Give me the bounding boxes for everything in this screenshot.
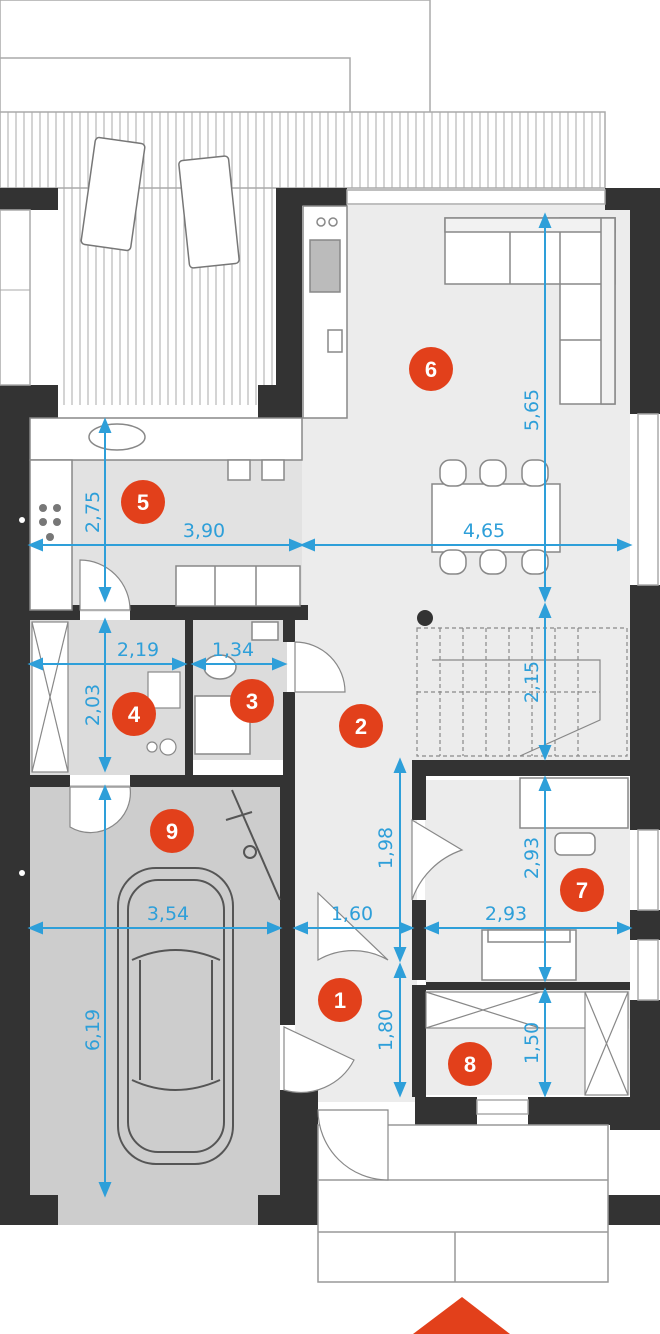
left-window-detail: [0, 210, 31, 385]
sofa-icon: [444, 217, 616, 405]
outside-light: [19, 517, 25, 523]
svg-text:9: 9: [166, 819, 178, 844]
dim-3-54: 3,54: [147, 903, 189, 925]
utility-shelf: [31, 621, 181, 773]
svg-text:7: 7: [576, 878, 588, 903]
room-marker-6[interactable]: 6: [409, 347, 453, 391]
dim-4-65: 4,65: [463, 520, 505, 542]
kitchen-counter: [302, 205, 348, 419]
dim-2-19: 2,19: [117, 639, 159, 661]
dim-1-60: 1,60: [331, 903, 373, 925]
column: [417, 610, 433, 626]
car-icon: [117, 867, 234, 1165]
room-marker-5[interactable]: 5: [121, 480, 165, 524]
lounger-icon: [80, 136, 240, 269]
bicycle-icon: [225, 789, 281, 901]
svg-text:3: 3: [246, 689, 258, 714]
terrace: [0, 0, 606, 405]
room-marker-8[interactable]: 8: [448, 1042, 492, 1086]
stove-icon: [39, 504, 61, 541]
svg-text:8: 8: [464, 1052, 476, 1077]
walls: [0, 188, 660, 1225]
svg-text:4: 4: [128, 702, 141, 727]
dim-1-34: 1,34: [212, 639, 254, 661]
dim-1-80: 1,80: [375, 1009, 397, 1051]
room-marker-9[interactable]: 9: [150, 809, 194, 853]
room-markers: 1 2 3 4 5 6 7 8: [112, 347, 604, 1086]
entrance-arrow-icon: [413, 1297, 510, 1334]
wardrobe: [425, 991, 629, 1096]
room-marker-1[interactable]: 1: [318, 978, 362, 1022]
dimension-lines: [27, 212, 633, 1198]
dim-5-65: 5,65: [521, 389, 543, 431]
svg-text:2: 2: [355, 714, 367, 739]
dimension-labels: 2,75 3,90 4,65 5,65 2,19 1,34 2,03 2,15 …: [82, 389, 543, 1064]
room-marker-2[interactable]: 2: [339, 704, 383, 748]
dim-2-75: 2,75: [82, 491, 104, 533]
dim-3-90: 3,90: [183, 520, 225, 542]
dim-6-19: 6,19: [82, 1009, 104, 1051]
svg-text:1: 1: [334, 988, 346, 1013]
dim-2-93-vertical: 2,93: [521, 837, 543, 879]
stairs-icon: [416, 627, 628, 757]
windows: [0, 189, 659, 1115]
dim-1-98: 1,98: [375, 827, 397, 869]
dim-2-15: 2,15: [521, 661, 543, 703]
dim-1-50: 1,50: [521, 1022, 543, 1064]
room-marker-4[interactable]: 4: [112, 692, 156, 736]
sink-icon: [88, 423, 146, 451]
room-marker-7[interactable]: 7: [560, 868, 604, 912]
svg-text:5: 5: [137, 490, 149, 515]
svg-text:6: 6: [425, 357, 437, 382]
dim-2-03: 2,03: [82, 684, 104, 726]
room-marker-3[interactable]: 3: [230, 679, 274, 723]
dining-table-icon: [431, 459, 561, 575]
dim-2-93-horizontal: 2,93: [485, 903, 527, 925]
office-furniture: [481, 777, 629, 981]
outside-light: [19, 870, 25, 876]
